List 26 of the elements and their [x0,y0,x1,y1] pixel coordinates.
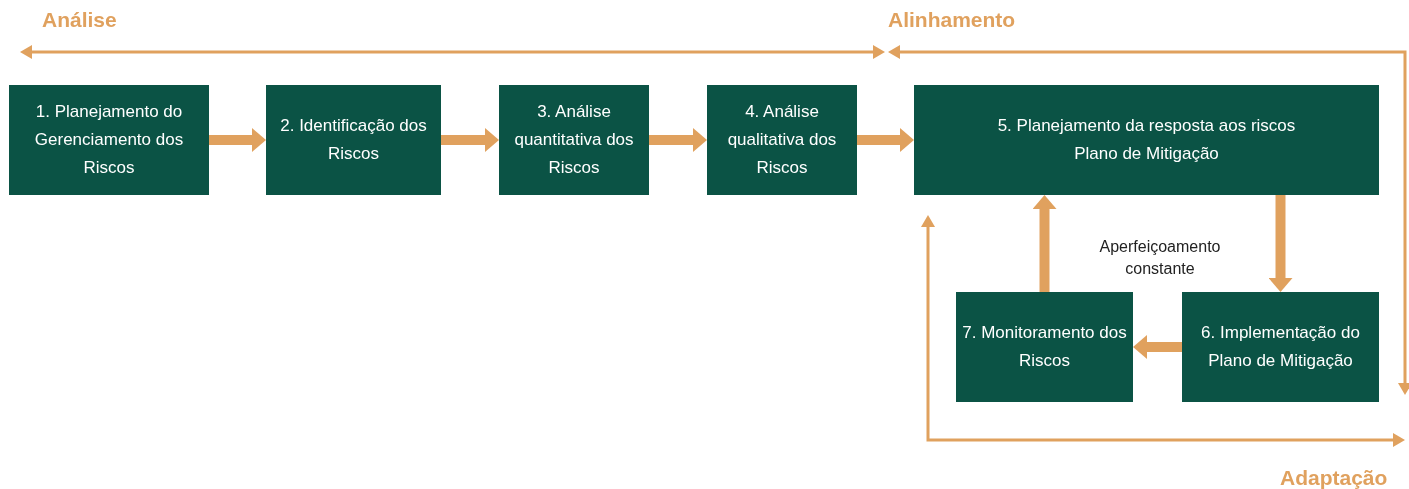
box-text: 1. Planejamento do Gerenciamento dos Riscos [33,101,185,179]
box-text: 5. Planejamento da resposta aos riscos [997,115,1296,137]
box-text: 4. Análise qualitativa dos Riscos [726,101,838,179]
box-text: 2. Identificação dos Riscos [279,115,428,165]
box-text: 6. Implementação do Plano de Mitigação [1200,322,1361,372]
arrow [441,128,499,152]
box-text: Plano de Mitigação [1074,143,1219,165]
process-box [266,85,441,195]
box-text: 7. Monitoramento dos Riscos [961,322,1128,372]
section-label: Alinhamento [888,8,1016,32]
arrow [857,128,914,152]
note-text: Aperfeiçoamento constante [1098,237,1222,279]
arrow [1268,195,1293,292]
arrow [209,128,266,152]
process-box [914,85,1379,195]
box-text: 3. Análise quantitativa dos Riscos [513,101,635,179]
process-box [499,85,649,195]
process-box [9,85,209,195]
process-box [707,85,857,195]
process-box [1182,292,1379,402]
process-box [956,292,1133,402]
section-label: Adaptação [1280,466,1388,489]
arrow [1032,195,1057,292]
arrow [649,128,707,152]
section-label: Análise [42,8,117,32]
arrow [1133,335,1182,359]
